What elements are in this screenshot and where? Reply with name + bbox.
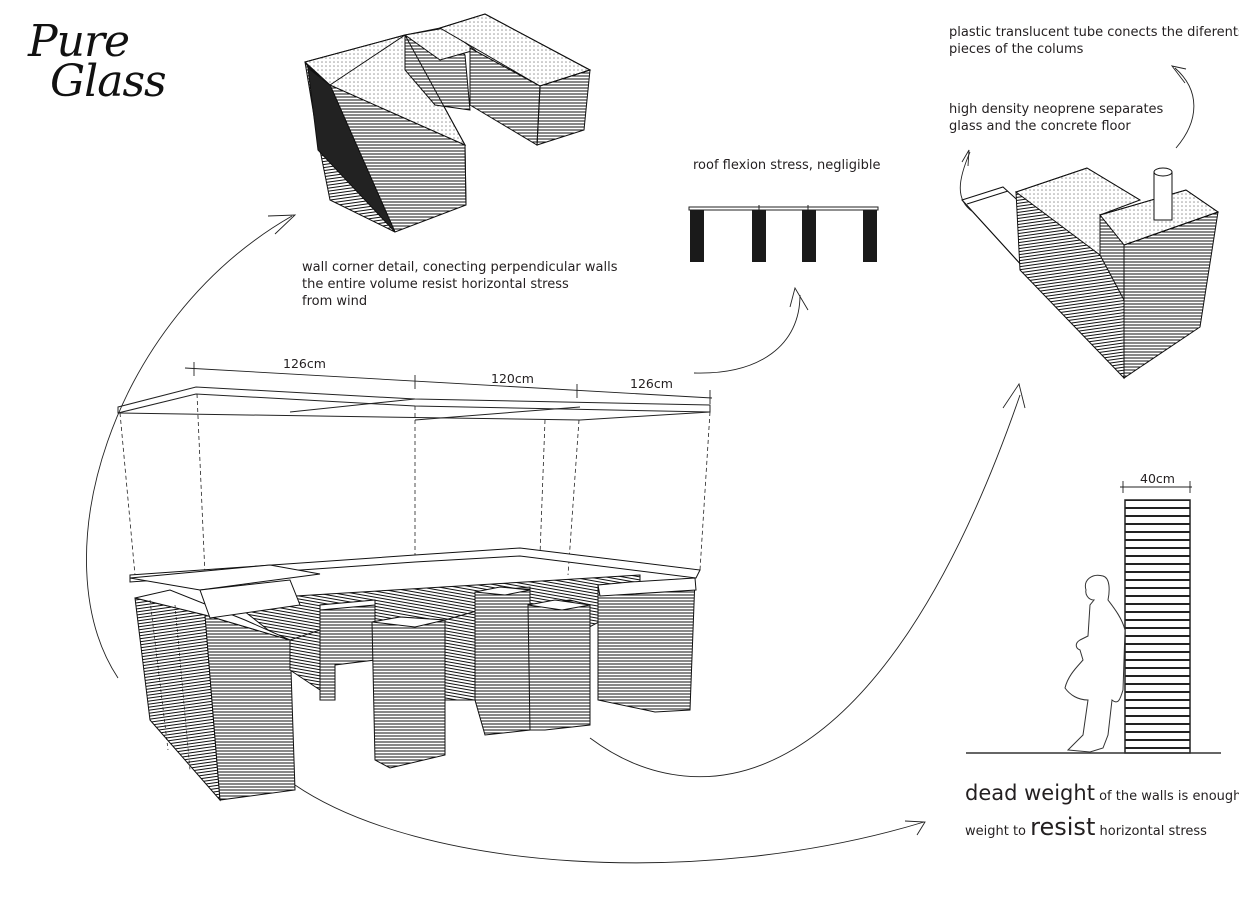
column-2 bbox=[752, 210, 766, 262]
arrow-to-roof-diagram bbox=[693, 294, 801, 374]
dimension-wall-thickness: 40cm bbox=[1140, 471, 1175, 486]
note-tube-line-1: plastic translucent tube conects the dif… bbox=[949, 25, 1239, 40]
note-neoprene-line-1: high density neoprene separates bbox=[949, 102, 1164, 117]
resist-emphasis: resist bbox=[1030, 813, 1096, 841]
person-silhouette bbox=[1064, 574, 1126, 753]
note-wall-corner-line-1: wall corner detail, conecting perpendicu… bbox=[302, 260, 618, 275]
column-detail-drawing bbox=[961, 167, 1220, 380]
note-dead-weight-line-2: weight to resist horizontal stress bbox=[965, 812, 1239, 847]
arrowhead-icon bbox=[961, 149, 970, 167]
column-3 bbox=[802, 210, 816, 262]
dead-weight-text-1: of the walls is enough bbox=[1099, 789, 1239, 804]
dimension-span-right: 126cm bbox=[630, 376, 673, 391]
arrowhead-icon bbox=[789, 286, 809, 311]
dimension-span-left: 126cm bbox=[283, 356, 326, 371]
note-tube: plastic translucent tube conects the dif… bbox=[949, 24, 1239, 58]
glass-wall-section bbox=[1124, 499, 1191, 754]
arrow-to-tube-note bbox=[1174, 67, 1195, 149]
roof-slab bbox=[117, 386, 711, 621]
column-4 bbox=[863, 210, 877, 262]
dimension-span-middle: 120cm bbox=[491, 371, 534, 386]
arrowhead-icon bbox=[267, 214, 297, 235]
roof-beam bbox=[688, 206, 879, 211]
arrowhead-icon bbox=[1002, 382, 1026, 409]
dead-weight-section bbox=[966, 481, 1221, 754]
title-line-1: Pure bbox=[28, 16, 130, 67]
dead-weight-emphasis: dead weight bbox=[965, 781, 1095, 805]
title-line-2: Glass bbox=[50, 56, 167, 107]
wall-corner-detail-drawing bbox=[303, 13, 592, 233]
arrow-to-dead-weight bbox=[294, 784, 925, 864]
arrow-to-corner-detail bbox=[86, 215, 293, 679]
note-dead-weight-line-1: dead weight of the walls is enough bbox=[965, 778, 1239, 812]
note-neoprene: high density neoprene separates glass an… bbox=[949, 101, 1163, 135]
dead-weight-text-2: weight to bbox=[965, 824, 1027, 839]
arrowhead-icon bbox=[904, 820, 926, 836]
column-1 bbox=[690, 210, 704, 262]
note-tube-line-2: pieces of the colums bbox=[949, 42, 1084, 57]
arrowhead-icon bbox=[1170, 65, 1187, 84]
note-roof-flexion: roof flexion stress, negligible bbox=[693, 158, 881, 173]
note-wall-corner: wall corner detail, conecting perpendicu… bbox=[302, 259, 618, 310]
pavilion-model bbox=[129, 547, 701, 802]
roof-flexion-diagram bbox=[688, 205, 879, 262]
diagram-title: Pure Glass bbox=[28, 16, 167, 107]
note-neoprene-line-2: glass and the concrete floor bbox=[949, 119, 1131, 134]
note-wall-corner-line-3: from wind bbox=[302, 294, 368, 309]
arrow-to-column-detail bbox=[589, 394, 1021, 778]
dead-weight-text-3: horizontal stress bbox=[1099, 824, 1207, 839]
dimension-lines bbox=[184, 362, 713, 404]
arrow-to-neoprene-note bbox=[959, 151, 974, 213]
note-wall-corner-line-2: the entire volume resist horizontal stre… bbox=[302, 277, 569, 292]
note-dead-weight: dead weight of the walls is enough weigh… bbox=[965, 778, 1239, 847]
